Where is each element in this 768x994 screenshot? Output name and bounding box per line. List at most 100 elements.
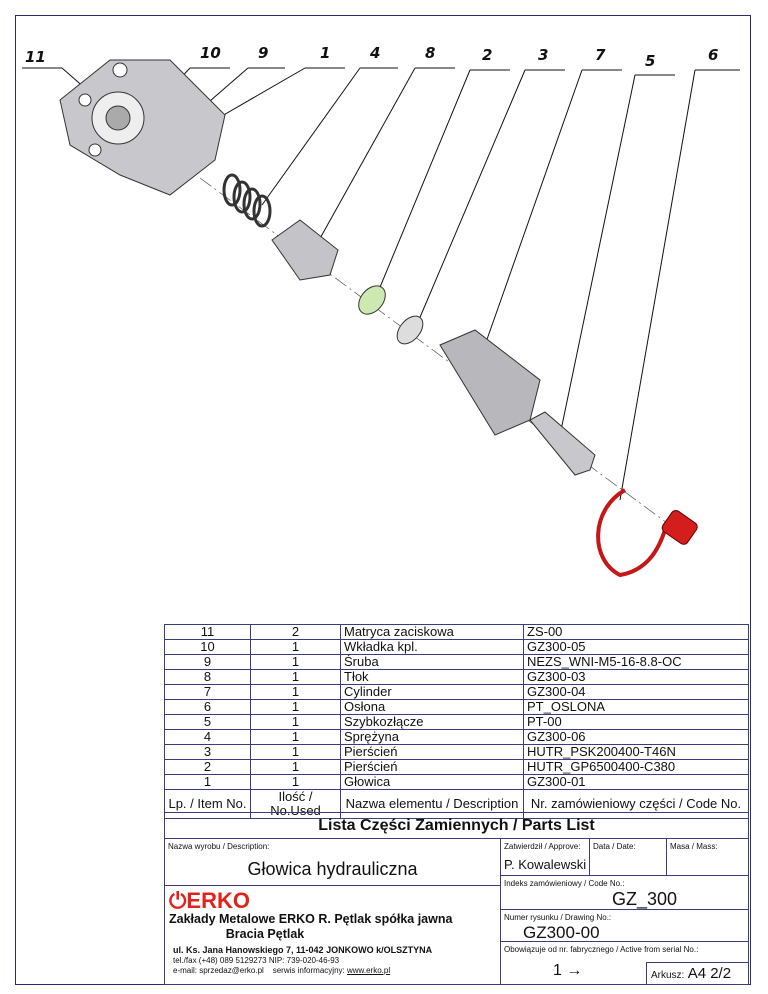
cell-name: Szybkozłącze	[340, 714, 524, 730]
callout-9: 9	[258, 44, 269, 62]
serial-label: Obowiązuje od nr. fabrycznego / Active f…	[504, 945, 699, 954]
phone: tel./fax (+48) 089 5129273 NIP: 739-020-…	[173, 956, 340, 965]
cell-code: NEZS_WNI-M5-16-8.8-OC	[523, 654, 749, 670]
cell-item: 3	[164, 744, 251, 760]
address: ul. Ks. Jana Hanowskiego 7, 11-042 JONKO…	[173, 945, 433, 955]
cell-name: Matryca zaciskowa	[340, 624, 524, 640]
cell-qty: 1	[250, 699, 341, 715]
cylinder	[439, 329, 541, 436]
cell-qty: 1	[250, 669, 341, 685]
approve-cell: Zatwierdził / Approve: P. Kowalewski	[500, 838, 590, 876]
code-cell: Indeks zamówieniowy / Code No.: GZ_300	[500, 875, 749, 910]
service-label: serwis informacyjny:	[272, 966, 345, 975]
piston	[271, 219, 339, 281]
mass-cell: Masa / Mass:	[666, 838, 749, 876]
email: e-mail: sprzedaz@erko.pl	[173, 966, 264, 975]
cell-qty: 1	[250, 774, 341, 790]
callout-4: 4	[370, 44, 381, 62]
callout-5: 5	[645, 52, 656, 70]
callout-2: 2	[482, 46, 493, 64]
description-label: Nazwa wyrobu / Description:	[168, 842, 270, 851]
cell-item: 9	[164, 654, 251, 670]
cell-code: PT-00	[523, 714, 749, 730]
head-body	[59, 59, 226, 196]
cell-qty: 1	[250, 714, 341, 730]
company-name-2: Bracia Pętlak	[225, 927, 305, 941]
code-number: GZ_300	[611, 889, 678, 909]
code-label: Indeks zamówieniowy / Code No.:	[504, 879, 625, 888]
company-cell: ⏻ERKO Zakłady Metalowe ERKO R. Pętlak sp…	[164, 885, 501, 985]
description-cell: Nazwa wyrobu / Description: Głowica hydr…	[164, 838, 501, 886]
cell-qty: 2	[250, 624, 341, 640]
sheet-label: Arkusz:	[651, 970, 685, 981]
drawing-cell: Numer rysunku / Drawing No.: GZ300-00	[500, 909, 749, 942]
cell-code: GZ300-06	[523, 729, 749, 745]
callout-7: 7	[595, 46, 606, 64]
logo-symbol-icon: ⏻	[169, 888, 187, 913]
cell-code: ZS-00	[523, 624, 749, 640]
website-link[interactable]: www.erko.pl	[346, 966, 391, 975]
cell-item: 6	[164, 699, 251, 715]
cell-name: Śruba	[340, 654, 524, 670]
callout-1: 1	[320, 44, 331, 62]
serial-number: 1 →	[553, 962, 583, 979]
cell-qty: 1	[250, 729, 341, 745]
cap	[596, 488, 698, 578]
logo-text: ERKO	[186, 888, 250, 913]
cell-item: 10	[164, 639, 251, 655]
cell-code: HUTR_GP6500400-C380	[523, 759, 749, 775]
drawing-number: GZ300-00	[523, 923, 600, 942]
cell-qty: 1	[250, 684, 341, 700]
cell-name: Głowica	[340, 774, 524, 790]
cell-qty: 1	[250, 744, 341, 760]
callout-3: 3	[538, 46, 549, 64]
cell-name: Wkładka kpl.	[340, 639, 524, 655]
date-cell: Data / Date:	[589, 838, 667, 876]
cell-name: Pierścień	[340, 759, 524, 775]
cell-item: 5	[164, 714, 251, 730]
cell-item: 2	[164, 759, 251, 775]
cell-name: Osłona	[340, 699, 524, 715]
callout-8: 8	[425, 44, 436, 62]
contact-line: e-mail: sprzedaz@erko.pl serwis informac…	[173, 966, 390, 975]
cell-code: GZ300-01	[523, 774, 749, 790]
header-code: Nr. zamówieniowy części / Code No.	[523, 789, 749, 819]
company-name: Zakłady Metalowe ERKO R. Pętlak spółka j…	[169, 912, 453, 926]
approve-label: Zatwierdził / Approve:	[504, 842, 581, 851]
cell-item: 1	[164, 774, 251, 790]
product-name: Głowica hydrauliczna	[247, 859, 418, 879]
cell-qty: 1	[250, 759, 341, 775]
sheet-number: 2/2	[710, 965, 732, 982]
cell-item: 8	[164, 669, 251, 685]
cell-name: Sprężyna	[340, 729, 524, 745]
sheet-cell: Arkusz: A4 2/2	[646, 962, 749, 985]
spring	[222, 173, 272, 228]
cell-code: GZ300-03	[523, 669, 749, 685]
date-label: Data / Date:	[593, 842, 636, 851]
quick-coupler	[529, 411, 596, 476]
callout-11: 11	[25, 48, 46, 66]
callout-6: 6	[708, 46, 719, 64]
cell-item: 11	[164, 624, 251, 640]
cell-item: 4	[164, 729, 251, 745]
cell-code: GZ300-04	[523, 684, 749, 700]
cell-name: Tłok	[340, 669, 524, 685]
cell-code: PT_OSLONA	[523, 699, 749, 715]
exploded-view-drawing	[22, 59, 740, 578]
cell-name: Cylinder	[340, 684, 524, 700]
sheet-size: A4	[687, 965, 707, 982]
cell-qty: 1	[250, 639, 341, 655]
callout-10: 10	[200, 44, 221, 62]
